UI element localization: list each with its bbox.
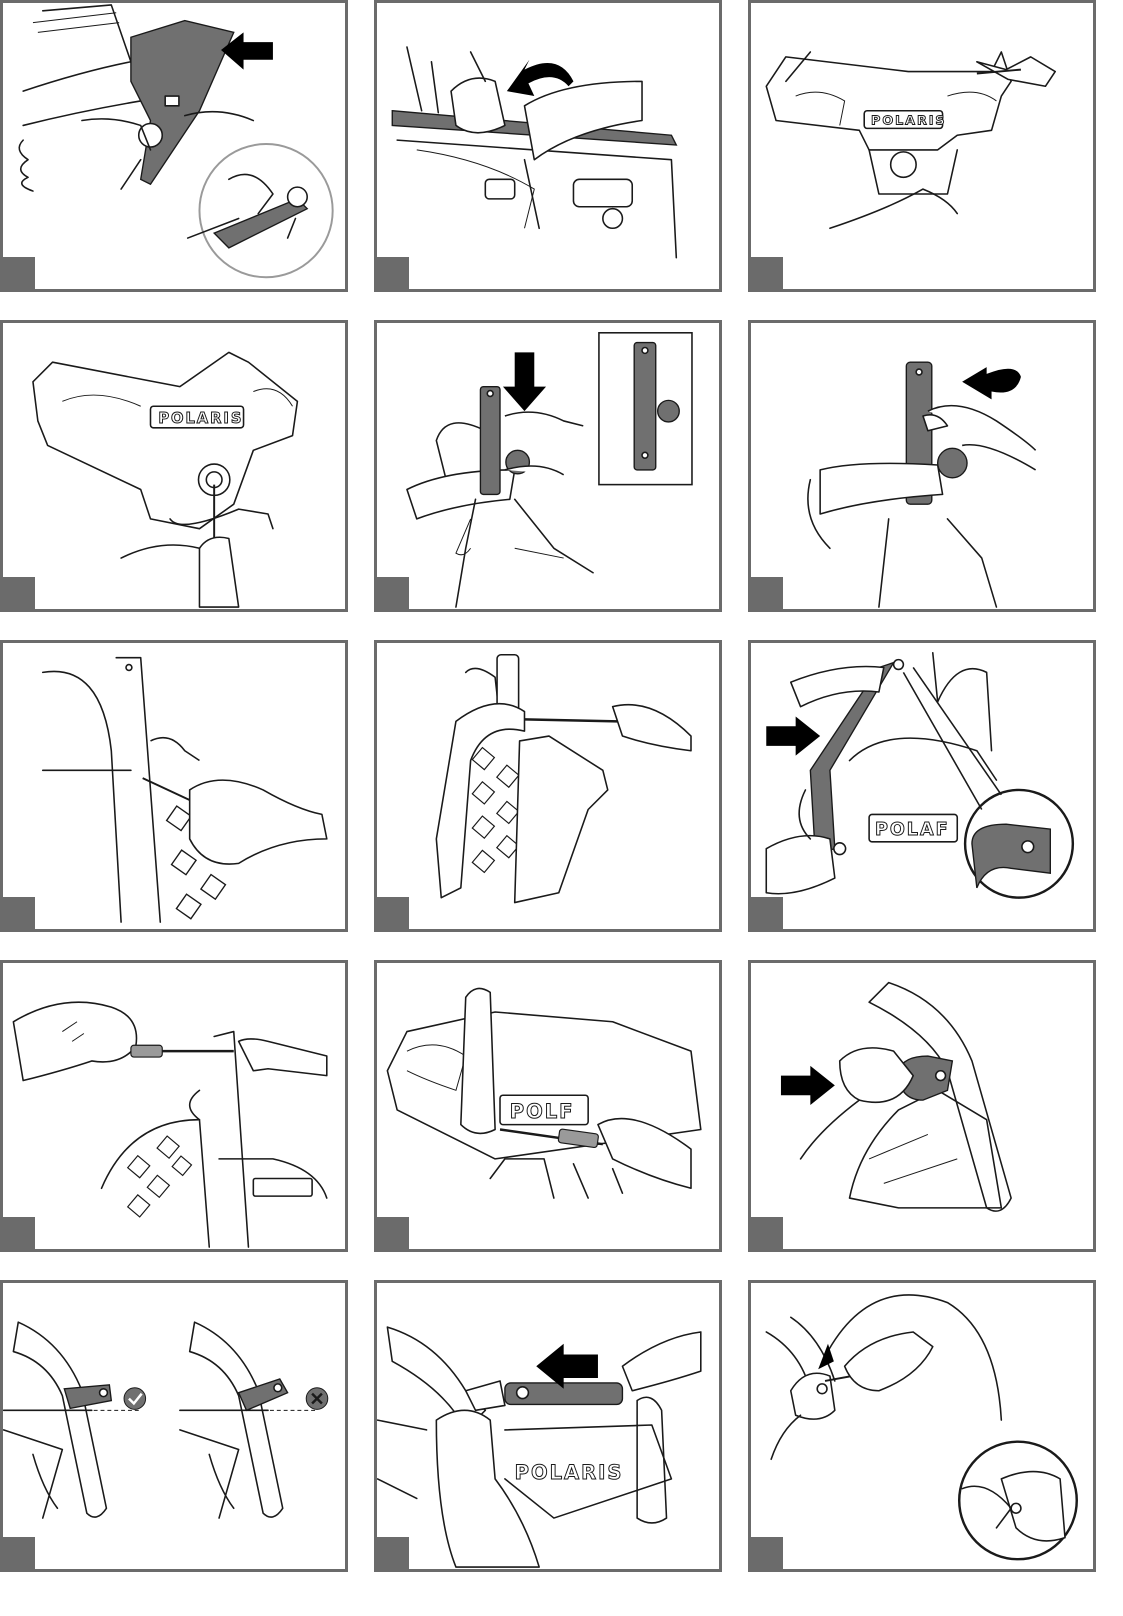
step-panel-4: POLARIS bbox=[0, 320, 348, 612]
step-illustration-3: POLARIS bbox=[751, 3, 1093, 289]
step-illustration-6 bbox=[751, 323, 1093, 609]
brand-logo-partial: POLF bbox=[510, 1100, 575, 1123]
step-illustration-4: POLARIS bbox=[3, 323, 345, 609]
step-panel-1 bbox=[0, 0, 348, 292]
step-illustration-10 bbox=[3, 963, 345, 1249]
step-panel-15 bbox=[748, 1280, 1096, 1572]
step-panel-8 bbox=[374, 640, 722, 932]
zoom-inset-icon bbox=[959, 1442, 1077, 1560]
step-panel-13 bbox=[0, 1280, 348, 1572]
zoom-inset-icon bbox=[188, 144, 333, 277]
brand-logo-partial: POLAF bbox=[875, 820, 950, 840]
step-illustration-1 bbox=[3, 3, 345, 289]
step-number-tab bbox=[377, 1217, 409, 1249]
step-number-tab bbox=[377, 897, 409, 929]
step-panel-9: POLAF bbox=[748, 640, 1096, 932]
cross-icon bbox=[306, 1388, 328, 1410]
step-number-tab bbox=[751, 897, 783, 929]
step-illustration-7 bbox=[3, 643, 345, 929]
step-number-tab bbox=[751, 1537, 783, 1569]
check-icon bbox=[124, 1388, 146, 1410]
arrow-right-icon bbox=[781, 1066, 835, 1105]
step-illustration-12 bbox=[751, 963, 1093, 1249]
step-illustration-13 bbox=[3, 1283, 345, 1569]
step-panel-10 bbox=[0, 960, 348, 1252]
rotate-arrow-icon bbox=[962, 367, 1021, 399]
step-illustration-5 bbox=[377, 323, 719, 609]
arrow-down-icon bbox=[503, 352, 546, 411]
step-illustration-8 bbox=[377, 643, 719, 929]
screwdriver-icon bbox=[524, 719, 617, 721]
step-panel-7 bbox=[0, 640, 348, 932]
brand-logo: POLARIS bbox=[871, 113, 946, 128]
step-illustration-2 bbox=[377, 3, 719, 289]
brand-logo: POLARIS bbox=[158, 410, 243, 427]
step-number-tab bbox=[751, 1217, 783, 1249]
step-panel-5 bbox=[374, 320, 722, 612]
step-number-tab bbox=[3, 1217, 35, 1249]
step-illustration-11: POLF bbox=[377, 963, 719, 1249]
step-number-tab bbox=[3, 1537, 35, 1569]
arrow-left-icon bbox=[536, 1344, 598, 1389]
detail-inset-icon bbox=[599, 333, 692, 485]
step-number-tab bbox=[3, 897, 35, 929]
step-panel-6 bbox=[748, 320, 1096, 612]
step-number-tab bbox=[3, 577, 35, 609]
step-number-tab bbox=[751, 577, 783, 609]
arrow-right-icon bbox=[766, 716, 820, 755]
step-panel-3: POLARIS bbox=[748, 0, 1096, 292]
step-illustration-9: POLAF bbox=[751, 643, 1093, 929]
step-number-tab bbox=[377, 577, 409, 609]
step-number-tab bbox=[751, 257, 783, 289]
step-panel-2 bbox=[374, 0, 722, 292]
step-panel-14: POLARIS bbox=[374, 1280, 722, 1572]
brand-logo: POLARIS bbox=[515, 1461, 624, 1484]
step-illustration-15 bbox=[751, 1283, 1093, 1569]
step-number-tab bbox=[3, 257, 35, 289]
step-number-tab bbox=[377, 1537, 409, 1569]
step-panel-12 bbox=[748, 960, 1096, 1252]
step-panel-11: POLF bbox=[374, 960, 722, 1252]
step-number-tab bbox=[377, 257, 409, 289]
step-illustration-14: POLARIS bbox=[377, 1283, 719, 1569]
